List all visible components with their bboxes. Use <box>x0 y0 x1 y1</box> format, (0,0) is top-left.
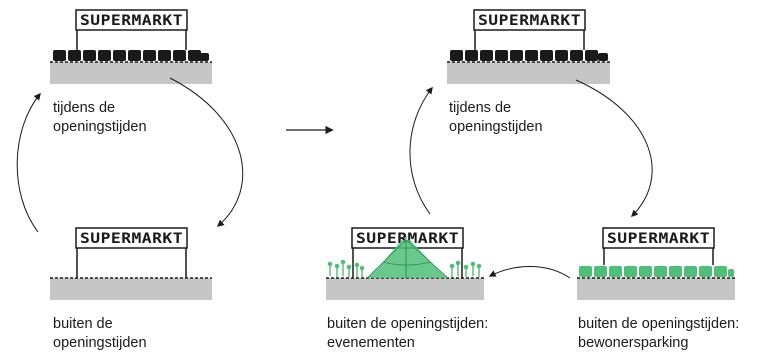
event-tent-icon <box>366 236 449 279</box>
resident-cars <box>579 266 734 277</box>
caption-right-events: buiten de openingstijden: evenementen <box>327 316 488 351</box>
parked-cars-right-open <box>450 50 608 61</box>
caption-line: openingstijden <box>53 335 147 351</box>
cycle-arrow-right-down <box>575 79 653 217</box>
scene-left-open: SUPERMARKT tijdens de openingstijden <box>50 9 212 135</box>
caption-line: buiten de openingstijden: <box>578 316 739 332</box>
supermarket-sign-left-closed <box>75 227 188 249</box>
cycle-arrow-left-down <box>169 77 244 227</box>
people-icons <box>327 259 482 277</box>
ground-left-closed <box>50 278 212 300</box>
cycle-arrow-right-up <box>409 86 433 215</box>
sign-text: SUPERMARKT <box>80 13 183 29</box>
caption-line: openingstijden <box>449 119 543 135</box>
sign-text: SUPERMARKT <box>356 231 459 247</box>
sign-text: SUPERMARKT <box>607 231 710 247</box>
caption-right-open: tijdens de openingstijden <box>449 100 543 135</box>
caption-left-closed: buiten de openingstijden <box>53 316 147 351</box>
supermarket-sign-right-residents <box>602 227 715 249</box>
caption-line: buiten de <box>53 316 113 332</box>
cycle-arrow-right-across <box>488 266 571 279</box>
caption-line: tijdens de <box>449 100 511 116</box>
caption-left-open: tijdens de openingstijden <box>53 100 147 135</box>
ground-right-open <box>447 62 610 84</box>
caption-line: buiten de openingstijden: <box>327 316 488 332</box>
sign-text: SUPERMARKT <box>80 231 183 247</box>
ground-right-residents <box>577 278 735 300</box>
scene-right-events: SUPERMARKT buiten de openingstijden: even… <box>326 227 488 351</box>
caption-line: openingstijden <box>53 119 147 135</box>
supermarket-sign-right-open <box>473 9 586 31</box>
supermarket-sign-left-open <box>75 9 188 31</box>
ground-left-open <box>50 62 212 84</box>
scene-right-residents: SUPERMARKT buiten de openingstijden: bewo… <box>577 227 739 351</box>
caption-line: evenementen <box>327 335 415 351</box>
sign-text: SUPERMARKT <box>478 13 581 29</box>
caption-right-residents: buiten de openingstijden: bewonersparking <box>578 316 739 351</box>
caption-line: bewonersparking <box>578 335 688 351</box>
parked-cars-left-open <box>53 50 209 61</box>
ground-right-events <box>326 278 484 300</box>
cycle-arrow-left-up <box>16 92 41 233</box>
scene-right-open: SUPERMARKT tijdens de openingstijden <box>447 9 610 135</box>
caption-line: tijdens de <box>53 100 115 116</box>
scene-left-closed: SUPERMARKT buiten de openingstijden <box>50 227 212 351</box>
